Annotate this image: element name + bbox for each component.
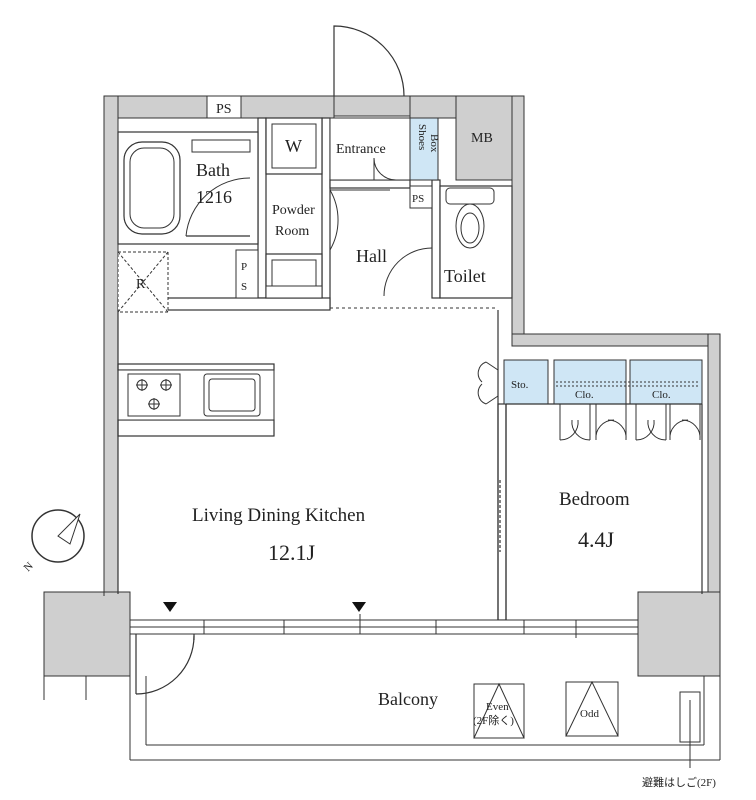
window-marker-icon [352, 602, 366, 612]
ps-box-top [206, 95, 242, 119]
outer-walls [43, 95, 721, 677]
balcony-hatch-odd [565, 680, 619, 737]
closet-doors [559, 404, 701, 441]
ldk-outline [117, 310, 499, 620]
closet-label-2: Clo. [652, 389, 671, 401]
window-marker-icon [163, 602, 177, 612]
ps-label-left-s: S [241, 281, 247, 293]
toilet-room [383, 185, 513, 299]
shoes-box-label-line1: Shoes [416, 124, 428, 150]
powder-room-label-line1: Powder [272, 203, 315, 218]
toilet-label: Toilet [444, 266, 486, 286]
ps-label-top: PS [216, 102, 232, 117]
bath-size-label: 1216 [196, 187, 232, 207]
bedroom-label: Bedroom [559, 489, 630, 510]
compass-label: N [22, 560, 36, 574]
shoes-box-label-line2: Box [428, 134, 440, 153]
entrance-label: Entrance [336, 142, 386, 157]
washer-label: W [285, 136, 302, 156]
entrance-area [329, 25, 411, 181]
even-hatch-label: Even [486, 701, 509, 713]
compass: N [22, 509, 85, 574]
storage-row [477, 359, 703, 405]
stove-icon [127, 373, 181, 417]
bathtub-icon [123, 141, 181, 235]
toilet-icon [455, 203, 485, 249]
ldk-label: Living Dining Kitchen [192, 505, 366, 526]
bath-label: Bath [196, 160, 230, 180]
bath-room [117, 131, 259, 245]
bedroom-size-label: 4.4J [578, 527, 615, 552]
hall-label: Hall [356, 246, 387, 266]
evacuation-ladder-label: 避難はしご(2F) [642, 775, 716, 789]
window-row [129, 614, 639, 638]
balcony-label: Balcony [378, 689, 438, 709]
powder-room-label-line2: Room [275, 224, 309, 239]
ldk-size-label: 12.1J [268, 540, 316, 565]
fridge-label: R [136, 277, 146, 292]
balcony-hatch-even [473, 682, 525, 739]
ps-box-left [235, 249, 259, 299]
balcony-door [135, 634, 195, 695]
structure-lines [43, 96, 721, 761]
powder-room [265, 117, 390, 299]
ps-label-left-p: P [241, 261, 247, 273]
storage-label: Sto. [511, 379, 529, 391]
odd-hatch-label: Odd [580, 708, 599, 720]
shoes-box [409, 117, 439, 181]
washer-icon [265, 117, 323, 175]
ps-label-toilet: PS [412, 193, 424, 205]
fridge-space [117, 251, 169, 313]
evacuation-ladder [679, 691, 701, 768]
bedroom [499, 403, 703, 620]
window-markers [163, 602, 366, 612]
front-door-icon [333, 25, 405, 97]
mb-label: MB [471, 131, 493, 146]
kitchen-sink-icon [203, 373, 261, 417]
closet-label-1: Clo. [575, 389, 594, 401]
even-hatch-note: (2F除く) [473, 713, 514, 727]
kitchen [117, 369, 275, 421]
meter-box [455, 95, 513, 181]
ps-box-toilet [409, 185, 433, 209]
